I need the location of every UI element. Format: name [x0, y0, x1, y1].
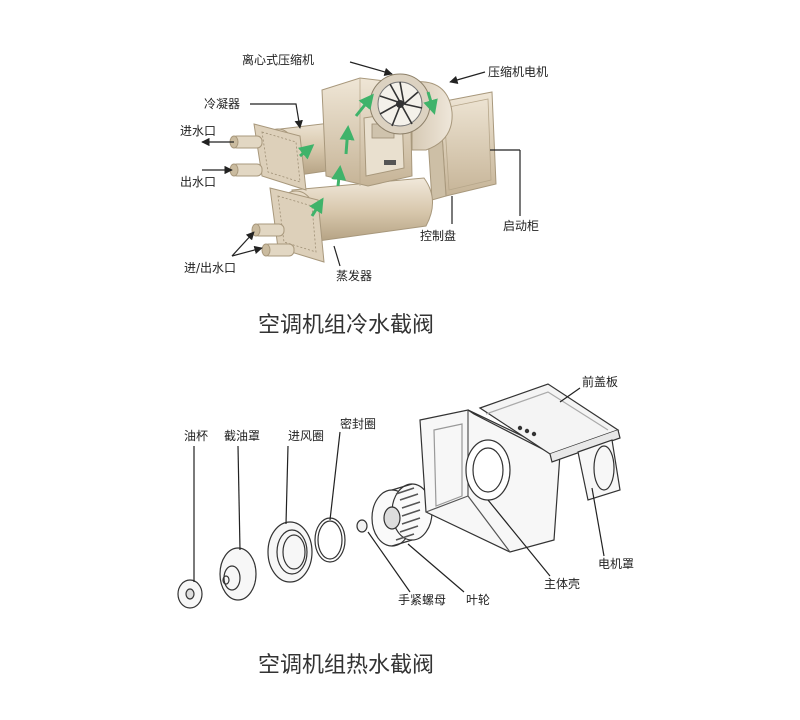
inlet-ring-shape: [267, 521, 313, 583]
oil-cover-shape: [219, 547, 257, 601]
water-pipes: [229, 135, 295, 257]
label-inlet-outlet: 进/出水口: [184, 261, 236, 275]
label-compressor-motor: 压缩机电机: [488, 64, 548, 79]
fan-labels: 油杯 截油罩 进风圈 密封圈 前盖板 手紧螺母 叶轮 主体壳 电机罩: [184, 374, 634, 607]
centrifugal-compressor-shape: [369, 73, 431, 135]
label-inlet-ring: 进风圈: [288, 429, 324, 443]
motor-cover-shape: [577, 439, 621, 501]
label-centrifugal-compressor: 离心式压缩机: [242, 52, 314, 67]
chiller-illustration: [229, 73, 497, 263]
caption-fan: 空调机组热水截阀: [258, 653, 434, 678]
hand-nut-shape: [356, 519, 368, 533]
label-water-outlet: 出水口: [180, 175, 216, 189]
label-impeller: 叶轮: [466, 593, 490, 607]
label-control-panel: 控制盘: [420, 228, 456, 243]
chiller-labels: 离心式压缩机 压缩机电机 冷凝器 进水口 出水口 控制盘 启动柜 进/出水口 蒸…: [180, 52, 548, 283]
label-hand-nut: 手紧螺母: [398, 593, 446, 607]
caption-chiller: 空调机组冷水截阀: [258, 313, 434, 338]
label-starter-cabinet: 启动柜: [503, 219, 539, 233]
fan-illustration: [177, 383, 621, 609]
seal-ring-shape: [314, 517, 346, 563]
label-condenser: 冷凝器: [204, 96, 240, 111]
label-seal-ring: 密封圈: [340, 416, 376, 431]
impeller-shape: [371, 483, 433, 547]
fan-leader-lines: [193, 387, 605, 593]
main-shell-shape: [419, 409, 561, 553]
chiller-leader-lines: [201, 61, 521, 267]
oil-cup-shape: [177, 579, 203, 609]
refrigerant-flow-arrows: [297, 91, 438, 217]
label-front-cover: 前盖板: [582, 374, 618, 389]
label-oil-cup: 油杯: [184, 429, 208, 443]
label-evaporator: 蒸发器: [336, 268, 372, 283]
label-main-shell: 主体壳: [544, 577, 580, 591]
evaporator-shape: [291, 177, 433, 245]
label-motor-cover: 电机罩: [598, 557, 634, 571]
label-oil-cover: 截油罩: [224, 429, 260, 443]
label-water-inlet: 进水口: [180, 124, 216, 138]
front-cover-shape: [478, 383, 621, 463]
